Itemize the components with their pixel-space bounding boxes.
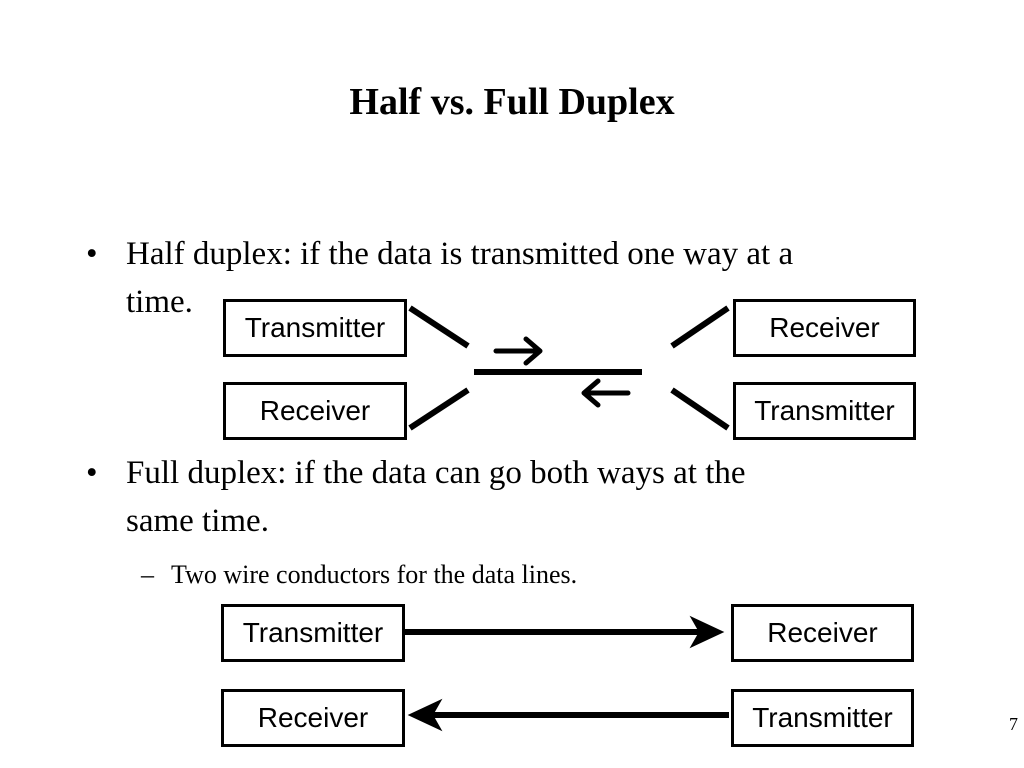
bullet-full-duplex: • Full duplex: if the data can go both w… (86, 449, 986, 545)
left-bottom-switch-line (408, 387, 470, 431)
half-left-top-box: Transmitter (223, 299, 407, 357)
left-arrow-icon (581, 378, 631, 408)
full-right-bottom-box: Transmitter (731, 689, 914, 747)
full-left-bottom-box: Receiver (221, 689, 405, 747)
half-right-top-box: Receiver (733, 299, 916, 357)
backward-arrowhead-icon (407, 698, 443, 732)
sub-bullet-text: Two wire conductors for the data lines. (171, 560, 578, 589)
right-bottom-switch-line (670, 387, 730, 431)
forward-arrowhead-icon (689, 615, 725, 649)
bullet-text-line-1: Half duplex: if the data is transmitted … (126, 236, 794, 272)
right-arrow-icon (493, 336, 543, 366)
half-left-bottom-box: Receiver (223, 382, 407, 440)
bullet-text-line-2: same time. (126, 503, 269, 539)
right-top-switch-line (670, 305, 730, 349)
bullet-marker: • (86, 455, 98, 491)
sub-bullet-two-wire: – Two wire conductors for the data lines… (141, 558, 971, 592)
page-number: 7 (1009, 714, 1018, 734)
sub-bullet-marker: – (141, 560, 154, 589)
bullet-marker: • (86, 236, 98, 272)
full-left-top-box: Transmitter (221, 604, 405, 662)
slide-title: Half vs. Full Duplex (349, 81, 675, 123)
left-top-switch-line (408, 305, 470, 349)
bullet-text-line-2: time. (126, 284, 193, 320)
bullet-text-line-1: Full duplex: if the data can go both way… (126, 455, 746, 491)
half-right-bottom-box: Transmitter (733, 382, 916, 440)
bullet-half-duplex: • Half duplex: if the data is transmitte… (86, 230, 986, 326)
full-right-top-box: Receiver (731, 604, 914, 662)
